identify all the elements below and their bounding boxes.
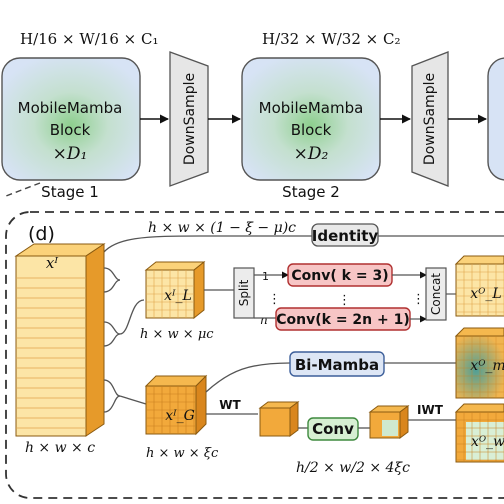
block2-line1: MobileMamba — [259, 99, 364, 117]
output-w-symbol: xᴼ_w — [471, 434, 504, 450]
global-dims: h × w × ξc — [146, 446, 219, 461]
conv-green-box — [307, 417, 359, 441]
input-tensor — [14, 243, 106, 437]
conv-k2n1-label: Conv(k = 2n + 1) — [276, 312, 410, 328]
conv-green-label: Conv — [312, 420, 354, 438]
mobilemamba-block-1: MobileMamba Block ×D₁ — [1, 57, 141, 181]
split-dots: ⋮ — [268, 292, 281, 307]
stage1-label: Stage 1 — [41, 183, 99, 201]
local-symbol: xᴵ_L — [164, 288, 192, 304]
stage2-dims: H/32 × W/32 × C₂ — [262, 30, 400, 48]
block1-line2: Block — [50, 121, 91, 139]
block2-multiplier: ×D₂ — [294, 144, 329, 164]
stage1-dims: H/16 × W/16 × C₁ — [20, 30, 158, 48]
bimamba-label: Bi-Mamba — [295, 356, 379, 374]
conv-dots: ⋮ — [338, 293, 351, 308]
panel-label: (d) — [28, 223, 55, 245]
local-dims: h × w × μc — [140, 327, 214, 342]
input-dims: h × w × c — [25, 440, 95, 456]
identity-label: Identity — [312, 227, 379, 245]
wt-label: WT — [219, 398, 241, 412]
detail-panel — [5, 211, 504, 499]
mobilemamba-block-2: MobileMamba Block ×D₂ — [241, 57, 381, 181]
bimamba-box — [289, 351, 385, 377]
global-tensor — [144, 374, 208, 436]
concat-label: Concat — [429, 273, 443, 315]
wavelet-dims: h/2 × w/2 × 4ξc — [296, 460, 410, 476]
output-m-tensor — [454, 327, 504, 399]
downsample-1: DownSample — [169, 51, 209, 187]
block2-line2: Block — [291, 121, 332, 139]
conv-k3-label: Conv( k = 3) — [291, 268, 388, 284]
downsample-2: DownSample — [411, 51, 449, 187]
block1-multiplier: ×D₁ — [53, 144, 88, 164]
output-m-symbol: xᴼ_m — [470, 358, 504, 374]
split-label: Split — [237, 279, 251, 306]
identity-dims: h × w × (1 − ξ − μ)c — [148, 220, 296, 236]
local-tensor — [144, 260, 206, 320]
mobilemamba-block-3-partial — [487, 57, 504, 181]
output-local-tensor — [454, 255, 504, 317]
downsample2-label: DownSample — [422, 73, 438, 165]
global-symbol: xᴵ_G — [165, 408, 195, 424]
branch-n-label: n — [260, 313, 268, 327]
concat-dots: ⋮ — [412, 292, 425, 307]
downsample1-label: DownSample — [182, 73, 198, 165]
wavelet-tensor-left — [258, 401, 300, 437]
wavelet-tensor-right — [368, 405, 410, 439]
block1-line1: MobileMamba — [18, 99, 123, 117]
input-symbol: xᴵ — [46, 254, 58, 272]
iwt-label: IWT — [417, 403, 444, 417]
output-local-symbol: xᴼ_L — [470, 286, 501, 302]
output-w-tensor — [454, 403, 504, 463]
branch-1-label: 1 — [262, 270, 269, 283]
split-box — [233, 267, 255, 319]
identity-box — [311, 223, 379, 247]
stage2-label: Stage 2 — [282, 183, 340, 201]
